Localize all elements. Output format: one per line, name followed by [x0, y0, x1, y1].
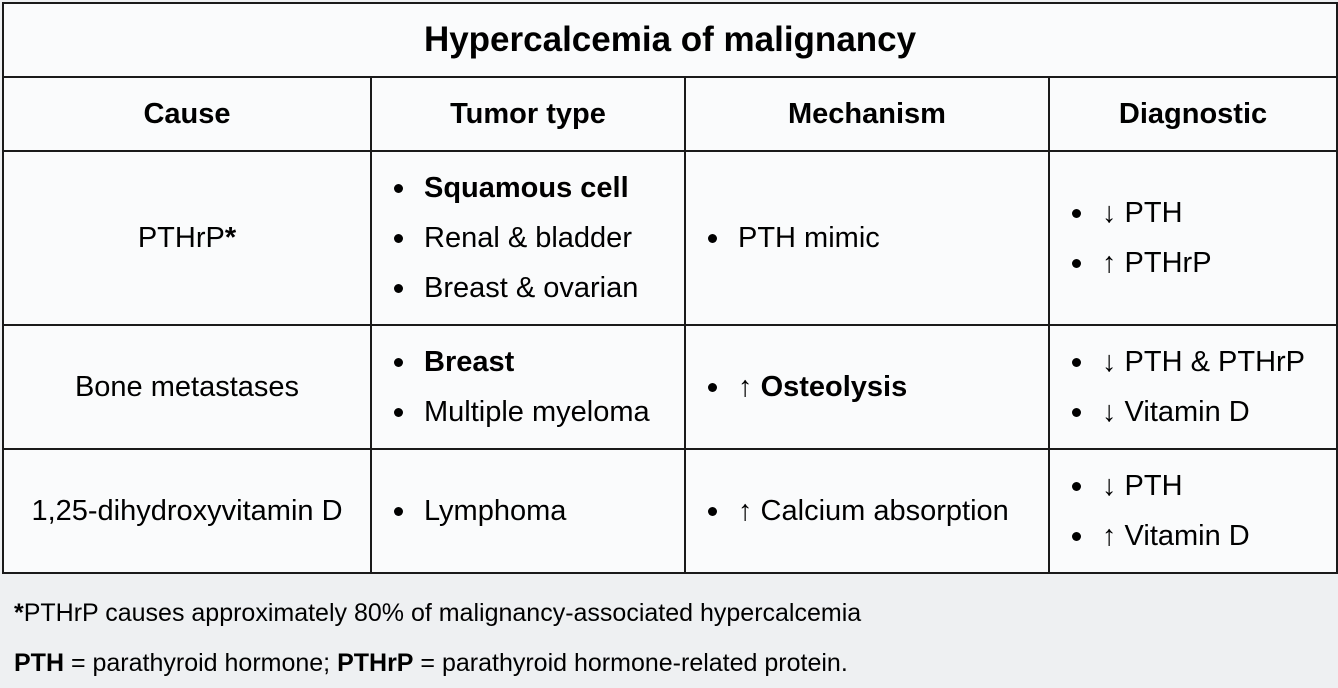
- table-row: Bone metastases Breast Multiple myeloma …: [2, 324, 1338, 450]
- list-item: ↓ Vitamin D: [1068, 387, 1336, 437]
- list-item: ↑ PTHrP: [1068, 238, 1336, 288]
- diagnostic-list: ↓ PTH ↑ Vitamin D: [1050, 461, 1336, 561]
- abbr-pthrp-definition: = parathyroid hormone-related protein.: [413, 649, 848, 677]
- mechanism-text: Osteolysis: [760, 371, 908, 403]
- abbr-pth: PTH: [14, 649, 64, 677]
- header-row: Cause Tumor type Mechanism Diagnostic: [2, 76, 1338, 152]
- list-item: ↑ Calcium absorption: [704, 486, 1048, 536]
- diagnostic-list: ↓ PTH & PTHrP ↓ Vitamin D: [1050, 337, 1336, 437]
- list-item: ↓ PTH: [1068, 461, 1336, 511]
- tumor-cell: Lymphoma: [370, 448, 686, 574]
- list-item: PTH mimic: [704, 213, 1048, 263]
- abbr-pthrp: PTHrP: [337, 649, 414, 677]
- mechanism-cell: PTH mimic: [684, 150, 1050, 326]
- tumor-list: Lymphoma: [372, 486, 684, 536]
- abbr-pth-definition: = parathyroid hormone;: [64, 649, 338, 677]
- tumor-list: Breast Multiple myeloma: [372, 337, 684, 437]
- footnote-marker: *: [14, 599, 24, 627]
- cause-cell: Bone metastases: [2, 324, 372, 450]
- list-item: Breast: [390, 337, 684, 387]
- abbreviation-legend: PTH = parathyroid hormone; PTHrP = parat…: [14, 638, 861, 688]
- table-row: PTHrP* Squamous cell Renal & bladder Bre…: [2, 150, 1338, 326]
- hypercalcemia-table: Hypercalcemia of malignancy Cause Tumor …: [1, 2, 1338, 574]
- table-row: 1,25-dihydroxyvitamin D Lymphoma ↑ Calci…: [2, 448, 1338, 574]
- mechanism-cell: ↑ Osteolysis: [684, 324, 1050, 450]
- cause-cell: 1,25-dihydroxyvitamin D: [2, 448, 372, 574]
- tumor-cell: Squamous cell Renal & bladder Breast & o…: [370, 150, 686, 326]
- footnotes: *PTHrP causes approximately 80% of malig…: [14, 588, 861, 688]
- header-mechanism: Mechanism: [684, 76, 1050, 152]
- cause-text: PTHrP: [137, 221, 225, 254]
- list-item: ↑ Vitamin D: [1068, 511, 1336, 561]
- list-item: Multiple myeloma: [390, 387, 684, 437]
- cause-text: Bone metastases: [74, 370, 300, 403]
- footnote-1: *PTHrP causes approximately 80% of malig…: [14, 588, 861, 638]
- footnote-text: PTHrP causes approximately 80% of malign…: [23, 599, 862, 627]
- list-item: ↑ Osteolysis: [704, 362, 1048, 412]
- footnote-marker: *: [224, 221, 237, 254]
- diagnostic-cell: ↓ PTH ↑ Vitamin D: [1047, 448, 1338, 574]
- header-diagnostic: Diagnostic: [1047, 76, 1338, 152]
- diagnostic-cell: ↓ PTH & PTHrP ↓ Vitamin D: [1047, 324, 1338, 450]
- table-title: Hypercalcemia of malignancy: [1, 2, 1338, 78]
- tumor-cell: Breast Multiple myeloma: [370, 324, 686, 450]
- cause-text: 1,25-dihydroxyvitamin D: [31, 494, 343, 527]
- mechanism-cell: ↑ Calcium absorption: [684, 448, 1050, 574]
- header-tumor-type: Tumor type: [370, 76, 686, 152]
- mechanism-list: ↑ Calcium absorption: [686, 486, 1048, 536]
- header-cause: Cause: [2, 76, 372, 152]
- list-item: ↓ PTH & PTHrP: [1068, 337, 1336, 387]
- increase-arrow: ↑: [738, 371, 761, 403]
- list-item: Renal & bladder: [390, 213, 684, 263]
- mechanism-list: PTH mimic: [686, 213, 1048, 263]
- list-item: Breast & ovarian: [390, 263, 684, 313]
- tumor-list: Squamous cell Renal & bladder Breast & o…: [372, 163, 684, 313]
- diagnostic-list: ↓ PTH ↑ PTHrP: [1050, 188, 1336, 288]
- diagnostic-cell: ↓ PTH ↑ PTHrP: [1047, 150, 1338, 326]
- list-item: Lymphoma: [390, 486, 684, 536]
- cause-cell: PTHrP*: [2, 150, 372, 326]
- list-item: ↓ PTH: [1068, 188, 1336, 238]
- mechanism-list: ↑ Osteolysis: [686, 362, 1048, 412]
- list-item: Squamous cell: [390, 163, 684, 213]
